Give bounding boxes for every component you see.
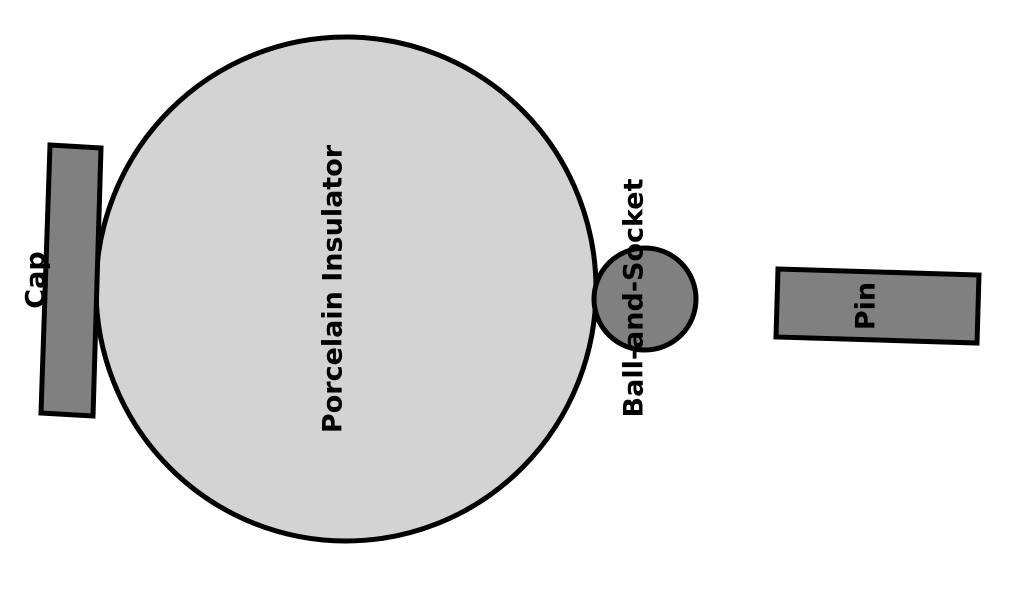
ball-and-socket-label: Ball-and-Socket — [619, 178, 650, 417]
cap-shape — [38, 142, 104, 419]
pin-shape — [773, 266, 982, 346]
ball-and-socket-shape — [591, 245, 699, 353]
pin-label: Pin — [851, 282, 882, 330]
porcelain-insulator-label: Porcelain Insulator — [318, 144, 349, 433]
cap-label: Cap — [21, 251, 52, 308]
